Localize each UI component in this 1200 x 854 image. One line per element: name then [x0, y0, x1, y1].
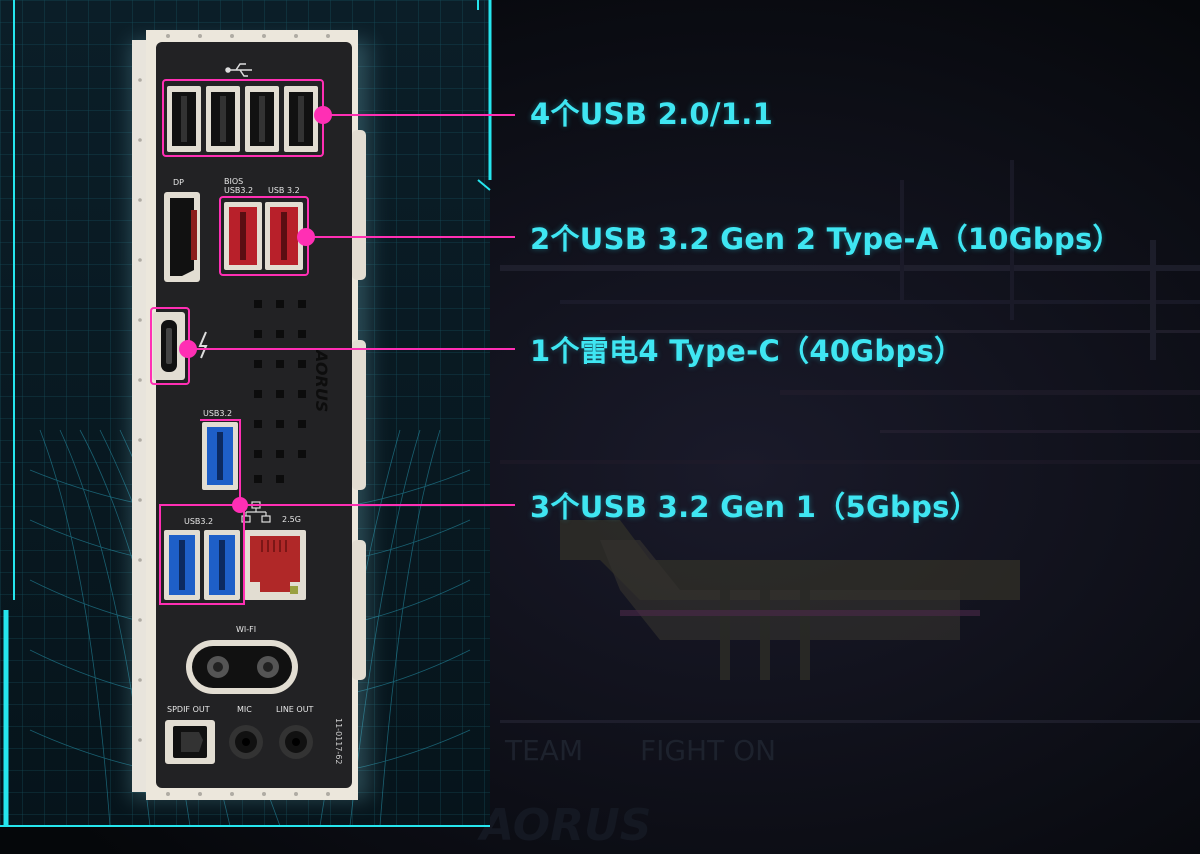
usb2-ports [167, 86, 318, 152]
background-text-team: TEAM [504, 734, 583, 767]
usb32-right-label: USB 3.2 [268, 186, 300, 195]
spdif-label: SPDIF OUT [167, 705, 210, 714]
wifi-label: WI-FI [236, 625, 256, 634]
usb2-port [206, 86, 240, 152]
callout-lines [179, 106, 515, 513]
displayport [164, 192, 200, 282]
callout-thunderbolt: 1个雷电4 Type-C（40Gbps） [530, 334, 964, 368]
cyan-frame [0, 0, 492, 827]
usb32-gen1-port [202, 422, 238, 490]
usb-logo-icon [225, 63, 252, 77]
aorus-emboss: AORUS [312, 348, 331, 412]
wifi-antenna-connector [186, 640, 298, 694]
dp-label: DP [173, 178, 184, 187]
callout-dot-usb32-gen2 [297, 228, 315, 246]
callout-dot-thunderbolt [179, 340, 197, 358]
lan-port [244, 530, 306, 600]
line-out-label: LINE OUT [276, 705, 314, 714]
thunderbolt-port [153, 312, 185, 380]
lan-speed-label: 2.5G [282, 515, 301, 524]
part-number: 11-0117-62 [334, 718, 343, 765]
usb32-gen2-port [265, 202, 303, 270]
usb32-low-label: USB3.2 [184, 517, 213, 526]
callout-dot-usb32-gen1 [232, 497, 248, 513]
callout-usb2: 4个USB 2.0/1.1 [530, 97, 774, 131]
mic-jack [229, 725, 263, 759]
usb32-gen1-port [204, 530, 240, 600]
background-text-fight: FIGHT ON [640, 734, 776, 767]
usb2-port [245, 86, 279, 152]
vent-holes [254, 300, 306, 483]
callout-usb32-gen1: 3个USB 3.2 Gen 1（5Gbps） [530, 490, 980, 524]
bios-label: BIOS [224, 177, 243, 186]
bios-usb-label: USB3.2 [224, 186, 253, 195]
usb32-gen2-port [224, 202, 262, 270]
usb32-gen1-ports [164, 530, 240, 600]
usb2-port [284, 86, 318, 152]
usb32-gen2-ports [224, 202, 303, 270]
background-texture [500, 160, 1200, 723]
line-out-jack [279, 725, 313, 759]
usb2-port [167, 86, 201, 152]
callout-usb32-gen2: 2个USB 3.2 Gen 2 Type-A（10Gbps） [530, 222, 1122, 256]
usb32-mid-label: USB3.2 [203, 409, 232, 418]
callout-dot-usb2 [314, 106, 332, 124]
usb32-gen1-port [164, 530, 200, 600]
thunderbolt-icon [198, 331, 208, 359]
background-brand: AORUS [477, 800, 651, 851]
spdif-port [165, 720, 215, 764]
highlight-usb32-gen1 [159, 419, 245, 605]
mic-label: MIC [237, 705, 252, 714]
